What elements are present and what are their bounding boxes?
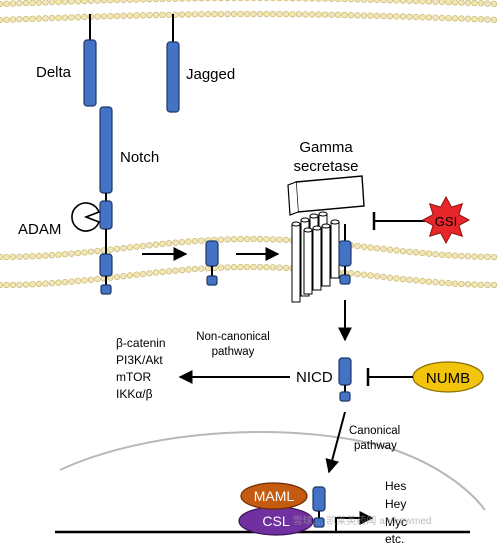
adam-label: ADAM — [18, 221, 61, 238]
canonical-label-line2: pathway — [354, 440, 397, 452]
gamma-secretase-complex — [287, 175, 365, 216]
nuclear-envelope — [59, 431, 486, 511]
non-canonical-label-line1: Non-canonical — [196, 331, 270, 343]
gamma-secretase-label-line1: Gamma — [299, 139, 353, 156]
csl-label: CSL — [262, 513, 289, 529]
non-canonical-target: IKKα/β — [116, 387, 153, 401]
transcription-start-arrow — [335, 511, 374, 532]
non-canonical-target: mTOR — [116, 370, 151, 384]
notch-label: Notch — [120, 149, 159, 166]
notch-in-gamma-secretase — [338, 224, 352, 285]
gsi-label: GSI — [435, 214, 457, 229]
non-canonical-target: β-catenin — [116, 336, 166, 350]
delta-ligand — [83, 14, 97, 107]
jagged-ligand — [166, 14, 180, 113]
target-gene: Hes — [385, 479, 406, 493]
non-canonical-target: PI3K/Akt — [116, 353, 163, 367]
canonical-label-line1: Canonical — [349, 425, 400, 437]
target-gene: Myc — [385, 515, 407, 529]
gsi-star — [421, 195, 471, 245]
delta-label: Delta — [36, 64, 72, 81]
numb-label: NUMB — [426, 370, 470, 387]
gamma-secretase-transmembrane-helices — [291, 211, 340, 303]
jagged-label: Jagged — [186, 66, 235, 83]
non-canonical-label-line2: pathway — [212, 346, 255, 358]
cleaved-notch-fragment — [205, 240, 219, 286]
non-canonical-target-list: β-catenin PI3K/Akt mTOR IKKα/β — [116, 336, 166, 401]
nicd-label: NICD — [296, 369, 333, 386]
target-gene: Hey — [385, 497, 406, 511]
adam-protease — [71, 202, 101, 232]
gamma-secretase-label-line2: secretase — [293, 158, 358, 175]
target-gene: etc. — [385, 532, 404, 546]
watermark: 雪球 ... 凯莱英药闻 andrewmed — [293, 514, 432, 527]
notch-receptor — [99, 106, 113, 295]
nicd-in-nucleus — [312, 486, 326, 528]
target-gene-list: Hes Hey Myc etc. — [385, 479, 407, 546]
maml-oval — [240, 482, 308, 510]
maml-label: MAML — [254, 488, 295, 504]
middle-cell-membrane — [0, 235, 498, 289]
arrow-canonical — [325, 411, 346, 474]
nicd-fragment — [338, 357, 352, 402]
top-cell-membrane — [0, 0, 498, 24]
